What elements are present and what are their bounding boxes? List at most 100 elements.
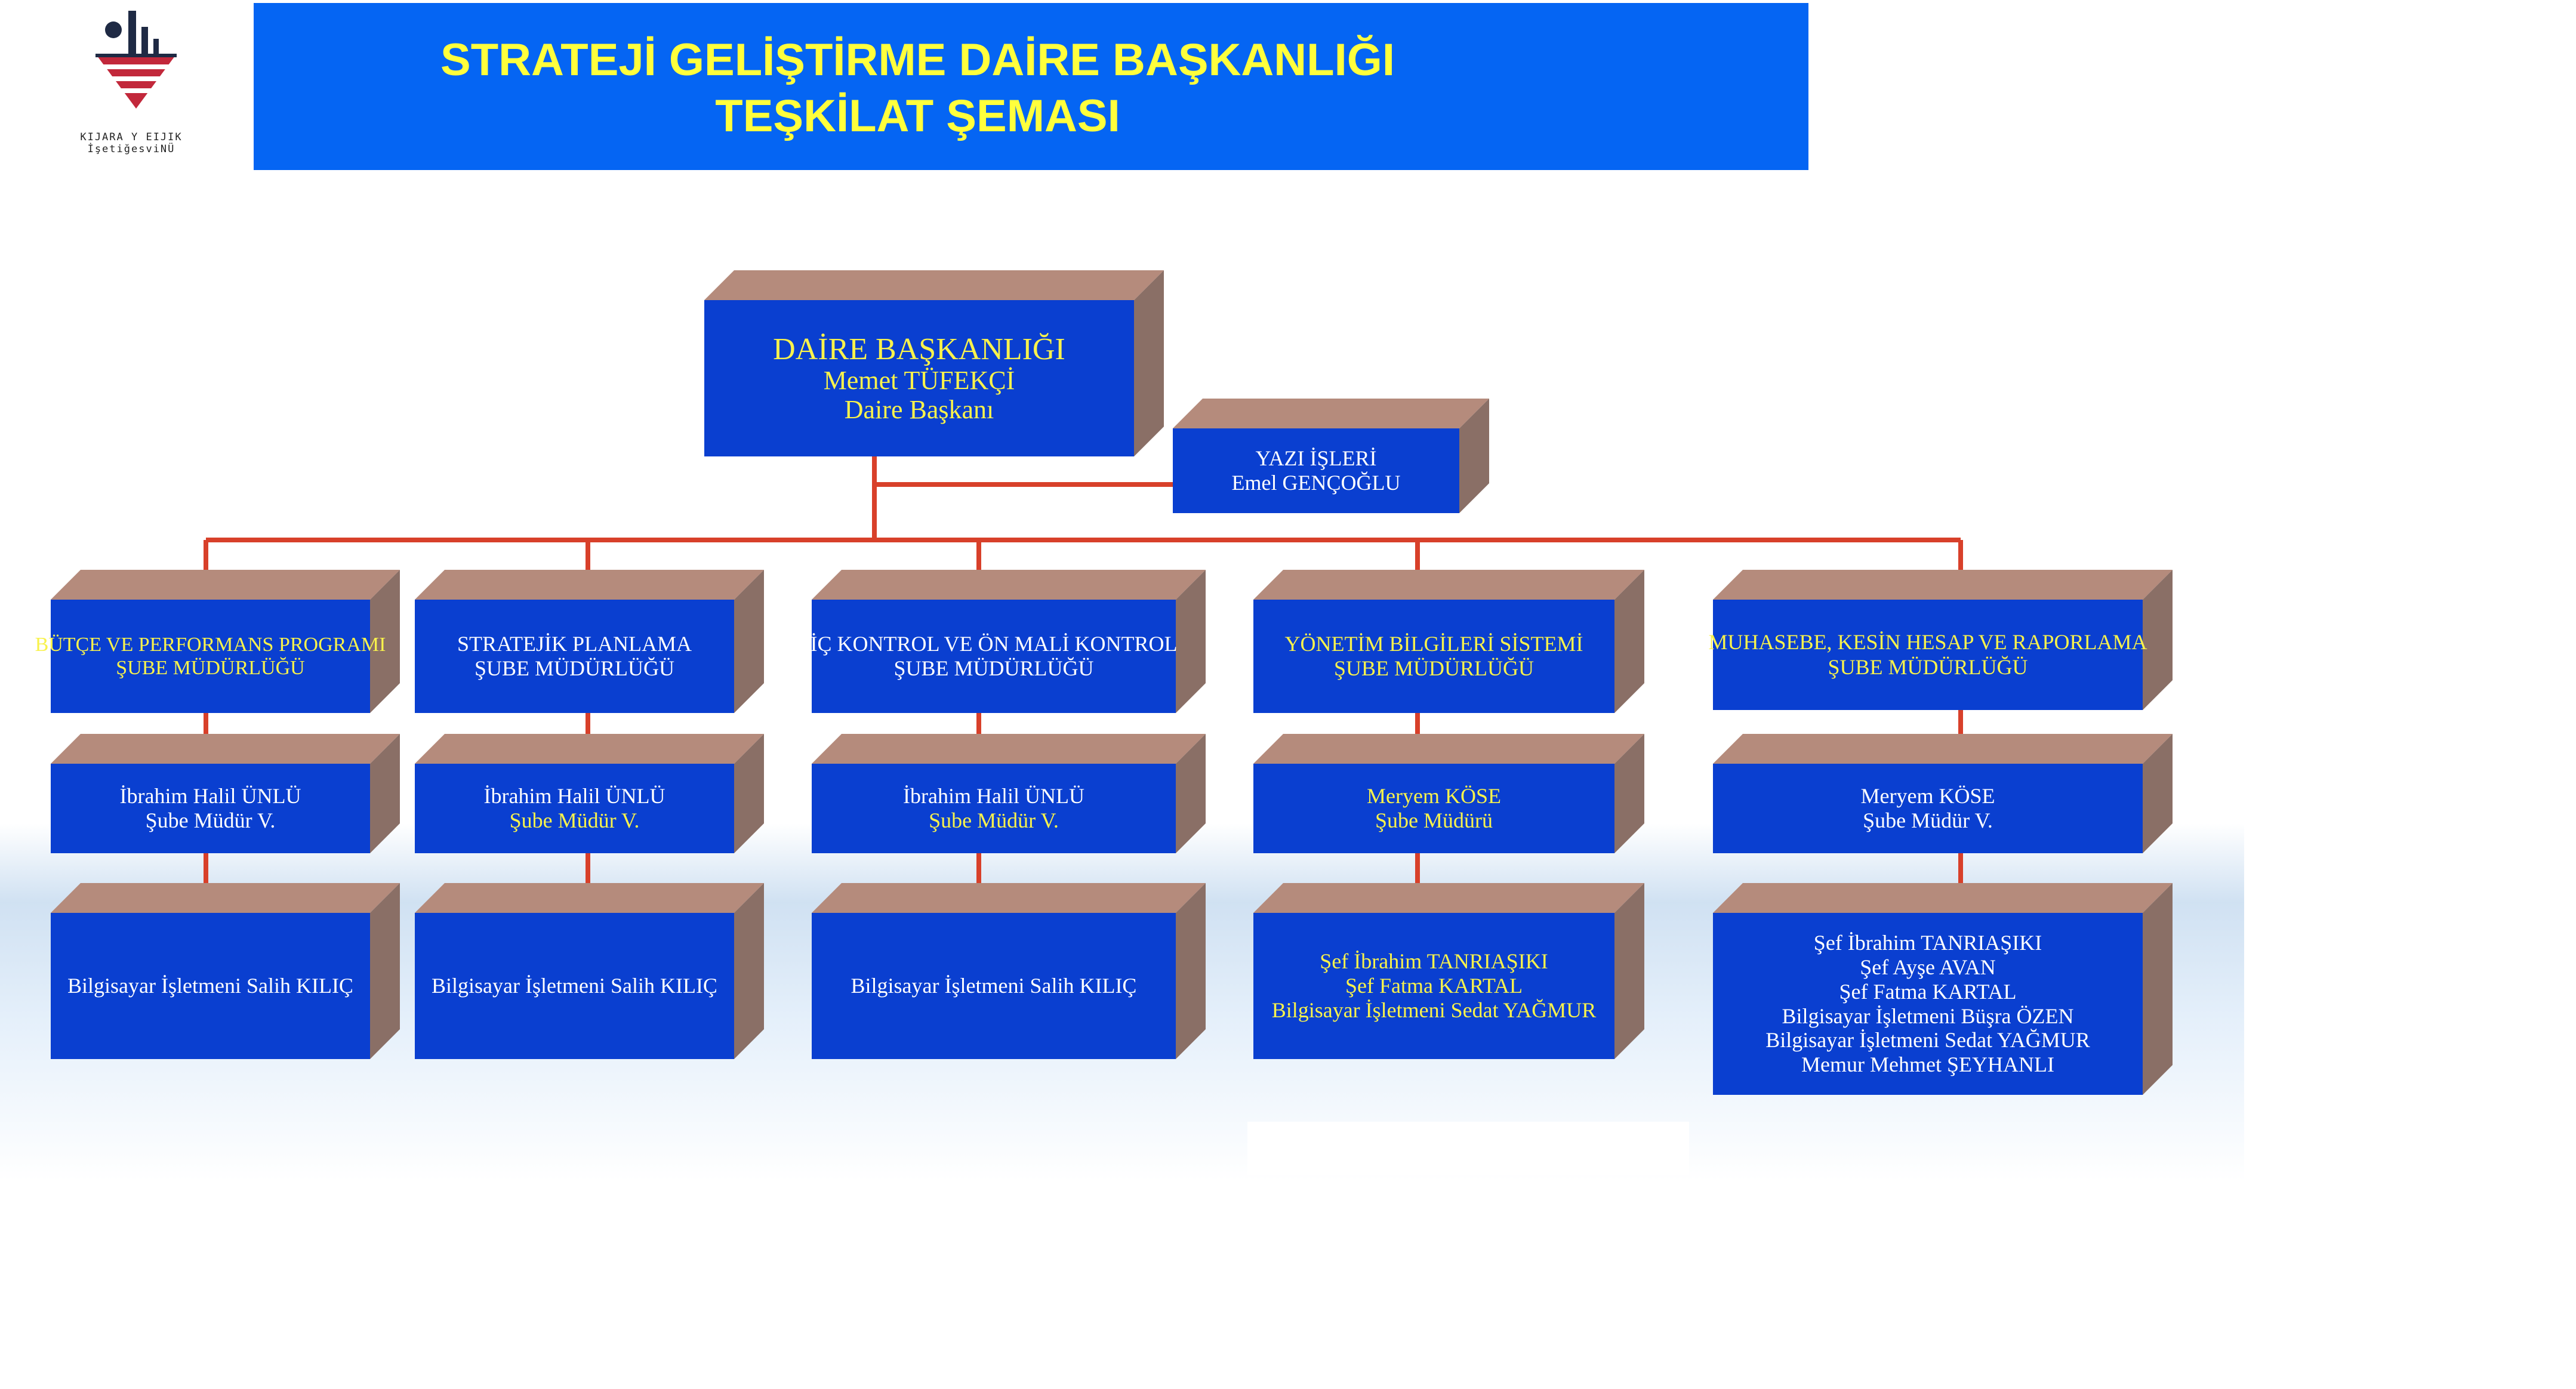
dept-manager-box-2-line: Şube Müdür V. xyxy=(929,808,1059,832)
dept-unit-box-3-front-face xyxy=(1253,600,1614,713)
dept-manager-box-2-side-face xyxy=(1176,734,1206,853)
dept-staff-box-4-line: Memur Mehmet ŞEYHANLI xyxy=(1801,1052,2054,1076)
dept-staff-box-4-top-face xyxy=(1713,883,2173,913)
logo-text-top: KIJARA Y EIJIK xyxy=(80,131,183,143)
dept-unit-box-1-line: ŞUBE MÜDÜRLÜĞÜ xyxy=(474,656,675,680)
dept-staff-box-4-line: Şef Ayşe AVAN xyxy=(1860,955,1996,980)
dept-staff-box-1: Bilgisayar İşletmeni Salih KILIÇ xyxy=(415,913,734,1059)
dept-staff-box-1-front-face xyxy=(415,913,734,1059)
dept-staff-box-2-side-face xyxy=(1176,883,1206,1059)
dept-staff-box-1-top-face xyxy=(415,883,764,913)
dept-staff-box-4-line: Şef İbrahim TANRIAŞIKI xyxy=(1813,931,2042,955)
dept-manager-box-3-side-face xyxy=(1614,734,1644,853)
dept-unit-box-1-front-face xyxy=(415,600,734,713)
logo-emblem-icon xyxy=(95,11,177,109)
dept-staff-box-2-top-face xyxy=(812,883,1206,913)
dept-manager-box-1-line: Şube Müdür V. xyxy=(509,808,640,832)
secretariat-box-top-face xyxy=(1173,399,1489,428)
dept-unit-box-4-side-face xyxy=(2143,570,2173,710)
dept-unit-box-1-side-face xyxy=(734,570,764,713)
dept-manager-box-3-front-face xyxy=(1253,764,1614,853)
secretariat-box-line: YAZI İŞLERİ xyxy=(1255,446,1377,470)
page-title: STRATEJİ GELİŞTİRME DAİRE BAŞKANLIĞI xyxy=(440,35,1395,85)
dept-manager-box-0-front-face xyxy=(51,764,370,853)
secretariat-box-front-face xyxy=(1173,428,1459,513)
dept-manager-box-4-front-face xyxy=(1713,764,2143,853)
dept-unit-box-2-front-face xyxy=(812,600,1176,713)
dept-manager-box-0-side-face xyxy=(370,734,400,853)
dept-manager-box-0-line: Şube Müdür V. xyxy=(145,808,276,832)
dept-unit-box-0-side-face xyxy=(370,570,400,713)
dept-staff-box-2-front-face xyxy=(812,913,1176,1059)
dept-unit-box-2-side-face xyxy=(1176,570,1206,713)
dept-staff-box-4-line: Bilgisayar İşletmeni Büşra ÖZEN xyxy=(1782,1004,2074,1028)
secretariat-box-line: Emel GENÇOĞLU xyxy=(1231,471,1401,495)
dept-unit-box-0-line: BÜTÇE VE PERFORMANS PROGRAMI xyxy=(35,633,386,656)
dept-unit-box-0-top-face xyxy=(51,570,400,600)
dept-manager-box-0-top-face xyxy=(51,734,400,764)
dept-manager-box-1-side-face xyxy=(734,734,764,853)
dept-unit-box-0-front-face xyxy=(51,600,370,713)
dept-unit-box-2-line: İÇ KONTROL VE ÖN MALİ KONTROL xyxy=(810,631,1178,656)
dept-unit-box-3-side-face xyxy=(1614,570,1644,713)
dept-manager-box-2-line: İbrahim Halil ÜNLÜ xyxy=(903,783,1084,808)
dept-unit-box-2-top-face xyxy=(812,570,1206,600)
background-notch xyxy=(1247,1122,1689,1175)
dept-unit-box-3-line: YÖNETİM BİLGİLERİ SİSTEMİ xyxy=(1284,631,1583,656)
dept-manager-box-1-line: İbrahim Halil ÜNLÜ xyxy=(483,783,665,808)
dept-staff-box-4-line: Şef Fatma KARTAL xyxy=(1839,979,2017,1004)
head-box-line: Daire Başkanı xyxy=(844,394,994,424)
dept-manager-box-2-front-face xyxy=(812,764,1176,853)
dept-staff-box-2: Bilgisayar İşletmeni Salih KILIÇ xyxy=(812,913,1176,1059)
dept-staff-box-3-side-face xyxy=(1614,883,1644,1059)
dept-manager-box-4-line: Şube Müdür V. xyxy=(1863,808,1993,832)
dept-manager-box-0-line: İbrahim Halil ÜNLÜ xyxy=(119,783,301,808)
dept-staff-box-4-front-face xyxy=(1713,913,2143,1095)
secretariat-box-side-face xyxy=(1459,399,1489,513)
dept-staff-box-1-side-face xyxy=(734,883,764,1059)
dept-unit-box-4-front-face xyxy=(1713,600,2143,710)
dept-manager-box-4-line: Meryem KÖSE xyxy=(1860,783,1995,808)
university-logo: KIJARA Y EIJIK İşetiğesviNÜ xyxy=(72,6,191,155)
dept-staff-box-3-top-face xyxy=(1253,883,1644,913)
dept-staff-box-3-line: Şef İbrahim TANRIAŞIKI xyxy=(1320,949,1548,974)
dept-manager-box-4-top-face xyxy=(1713,734,2173,764)
dept-unit-box-3-top-face xyxy=(1253,570,1644,600)
dept-manager-box-1-top-face xyxy=(415,734,764,764)
dept-unit-box-4-line: ŞUBE MÜDÜRLÜĞÜ xyxy=(1828,655,2028,679)
dept-staff-box-1-line: Bilgisayar İşletmeni Salih KILIÇ xyxy=(432,974,717,998)
head-box-side-face xyxy=(1134,270,1164,456)
dept-unit-box-4-top-face xyxy=(1713,570,2173,600)
page-subtitle: TEŞKİLAT ŞEMASI xyxy=(715,91,1120,141)
dept-manager-box-1-front-face xyxy=(415,764,734,853)
dept-staff-box-0-line: Bilgisayar İşletmeni Salih KILIÇ xyxy=(67,974,353,998)
dept-manager-box-3-line: Meryem KÖSE xyxy=(1367,783,1501,808)
dept-staff-box-3-line: Şef Fatma KARTAL xyxy=(1345,974,1523,998)
dept-manager-box-4-side-face xyxy=(2143,734,2173,853)
dept-unit-box-3-line: ŞUBE MÜDÜRLÜĞÜ xyxy=(1333,656,1534,680)
dept-manager-box-3-top-face xyxy=(1253,734,1644,764)
dept-staff-box-3-front-face xyxy=(1253,913,1614,1059)
dept-unit-box-1-line: STRATEJİK PLANLAMA xyxy=(457,631,692,656)
head-box-top-face xyxy=(704,270,1164,300)
dept-manager-box-3-line: Şube Müdürü xyxy=(1375,808,1493,832)
dept-staff-box-3-line: Bilgisayar İşletmeni Sedat YAĞMUR xyxy=(1271,998,1597,1022)
dept-staff-box-0-front-face xyxy=(51,913,370,1059)
dept-unit-box-2-line: ŞUBE MÜDÜRLÜĞÜ xyxy=(893,656,1094,680)
head-box-front-face xyxy=(704,300,1134,456)
dept-staff-box-0-side-face xyxy=(370,883,400,1059)
dept-unit-box-4-line: MUHASEBE, KESİN HESAP VE RAPORLAMA xyxy=(1708,630,2147,655)
dept-staff-box-4-line: Bilgisayar İşletmeni Sedat YAĞMUR xyxy=(1765,1028,2090,1052)
dept-unit-box-1-top-face xyxy=(415,570,764,600)
